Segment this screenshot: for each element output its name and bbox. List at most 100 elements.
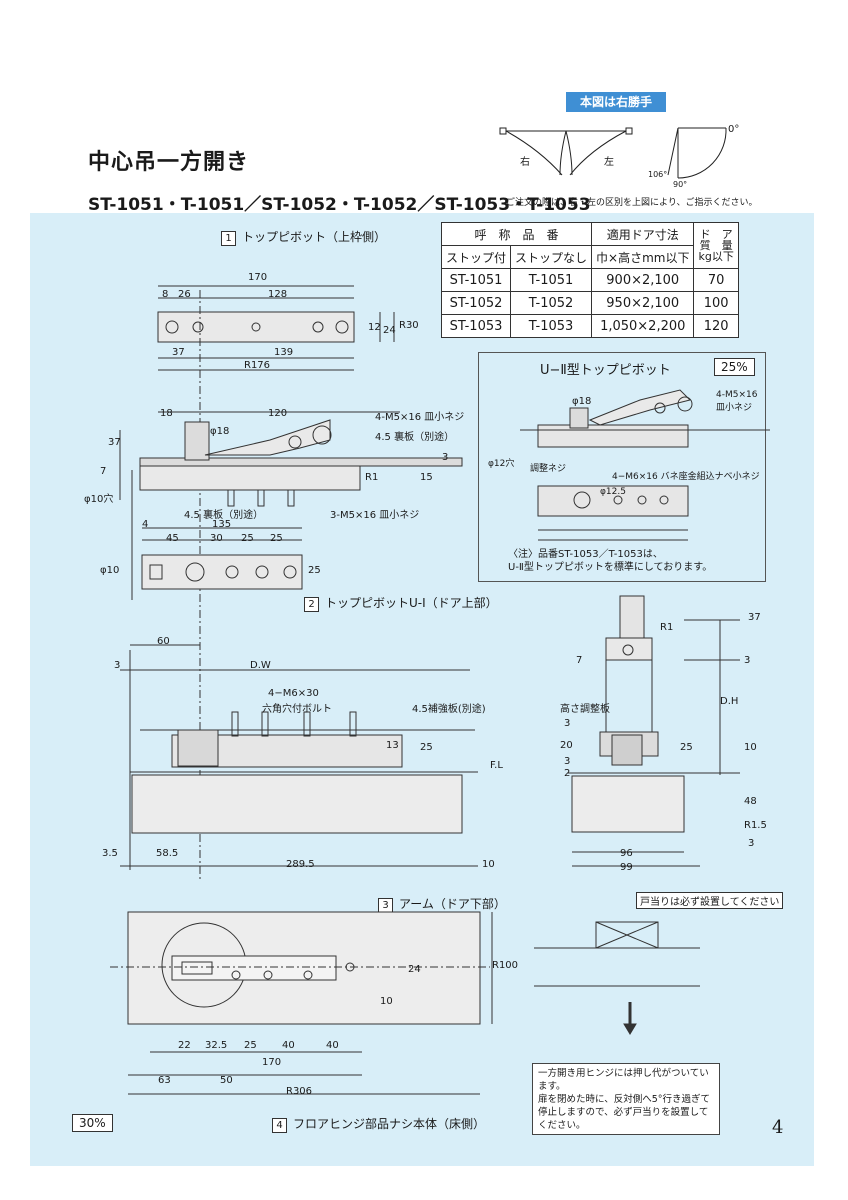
dim-r1-side: R1 [660, 622, 674, 633]
label-dw: D.W [250, 660, 271, 671]
dim-r30: R30 [399, 320, 419, 331]
dim-3-s4: 3 [114, 660, 121, 671]
model-list: ST-1051・T-1051／ST-1052・T-1052／ST-1053・T-… [88, 195, 591, 215]
order-note: ご注文の際は、右・左の区別を上図により、ご指示ください。 [506, 198, 758, 208]
dim-15: 15 [420, 472, 433, 483]
dim-7-s4side: 7 [576, 655, 583, 666]
u2-adjust: 調整ネジ [530, 464, 567, 474]
swing-106deg: 106° [648, 170, 668, 179]
u2-pivot-box [478, 352, 766, 582]
dim-25-s4side: 25 [680, 742, 693, 753]
dim-96: 96 [620, 848, 633, 859]
u2-phi18: φ18 [572, 396, 592, 407]
u2-screws1: 4-M5×16 皿小ネジ [716, 390, 758, 413]
stopper-note: 戸当りは必ず設置してください [636, 892, 784, 909]
swing-0deg: 0° [728, 124, 740, 135]
dim-63: 63 [158, 1075, 171, 1086]
label-m5-b: 3-M5×16 皿小ネジ [330, 510, 420, 521]
u2-hole: φ12穴 [488, 459, 515, 469]
page-title: 中心吊一方開き [88, 150, 250, 175]
th-door-size: 適用ドア寸法 [591, 222, 695, 246]
dim-r1: R1 [365, 472, 379, 483]
dim-24: 24 [383, 325, 396, 336]
dim-25-s3: 25 [244, 1040, 257, 1051]
dim-37-s4side: 37 [748, 612, 761, 623]
swing-left: 左 [604, 157, 614, 168]
label-fl: F.L [490, 760, 503, 771]
label-hole10: φ10穴 [84, 494, 114, 505]
dim-25b: 25 [270, 533, 283, 544]
label-m5-a: 4-M5×16 皿小ネジ [375, 412, 465, 423]
hand-badge: 本図は右勝手 [566, 92, 666, 112]
dim-10-s4side: 10 [744, 742, 757, 753]
u2-phi125: φ12.5 [600, 487, 626, 497]
scale-30: 30% [72, 1114, 113, 1132]
dim-r306: R306 [286, 1086, 313, 1097]
dim-128: 128 [268, 289, 288, 300]
th-wh: 巾×高さmm以下 [591, 245, 695, 269]
dim-139: 139 [274, 347, 294, 358]
dim-99: 99 [620, 862, 633, 873]
dim-289-5: 289.5 [286, 859, 315, 870]
dim-3-s4side-d: 3 [748, 838, 755, 849]
th-nostop: ストップなし [510, 245, 593, 269]
dim-10-s3: 10 [380, 996, 393, 1007]
dim-40b: 40 [326, 1040, 339, 1051]
dim-3-s4side-c: 3 [564, 756, 571, 767]
label-height-adj: 高さ調整板 [560, 704, 610, 715]
dim-120: 120 [268, 408, 288, 419]
label-m6: 4−M6×30 [268, 688, 319, 699]
u2-title: U−Ⅱ型トップピボット [540, 363, 671, 378]
dim-32-5: 32.5 [205, 1040, 228, 1051]
dim-10: 10 [482, 859, 495, 870]
dim-3-s4side-b: 3 [564, 718, 571, 729]
u2-note: 〈注〉品番ST-1053／T-1053は、 U-Ⅱ型トップピボットを標準にしてお… [508, 549, 713, 573]
label-hexbolt: 六角穴付ボルト [262, 704, 332, 715]
u2-screws2: 4−M6×16 バネ座金組込ナベ小ネジ [612, 472, 760, 482]
dim-37: 37 [172, 347, 185, 358]
dim-22: 22 [178, 1040, 191, 1051]
dim-30: 30 [210, 533, 223, 544]
dim-13: 13 [386, 740, 399, 751]
dim-12: 12 [368, 322, 381, 333]
dim-8: 8 [162, 289, 169, 300]
dim-2: 2 [564, 768, 571, 779]
dim-3-5: 3.5 [102, 848, 118, 859]
th-stop: ストップ付 [440, 245, 512, 269]
dim-24-s3: 24 [408, 964, 421, 975]
swing-right: 右 [520, 157, 530, 168]
dim-25a: 25 [241, 533, 254, 544]
th-model: 呼 称 品 番 [440, 222, 593, 246]
dim-60: 60 [157, 636, 170, 647]
dim-26: 26 [178, 289, 191, 300]
dim-25c: 25 [308, 565, 321, 576]
dim-50: 50 [220, 1075, 233, 1086]
dim-170: 170 [248, 272, 268, 283]
label-reinforce: 4.5補強板(別途) [412, 704, 486, 715]
dim-r176: R176 [244, 360, 271, 371]
dim-48: 48 [744, 796, 757, 807]
label-plate-b: 4.5 裏板（別途） [184, 510, 264, 521]
dim-7: 7 [100, 466, 107, 477]
dim-20: 20 [560, 740, 573, 751]
dim-170-s3: 170 [262, 1057, 282, 1068]
swing-90deg: 90° [673, 180, 688, 189]
dim-40a: 40 [282, 1040, 295, 1051]
label-phi18: φ18 [210, 426, 230, 437]
dim-r100: R100 [492, 960, 519, 971]
dim-58-5: 58.5 [156, 848, 179, 859]
dim-25-s4: 25 [420, 742, 433, 753]
dim-135: 135 [212, 519, 232, 530]
dim-3: 3 [442, 452, 449, 463]
label-plate-a: 4.5 裏板（別途） [375, 432, 455, 443]
u2-scale: 25% [714, 358, 755, 376]
